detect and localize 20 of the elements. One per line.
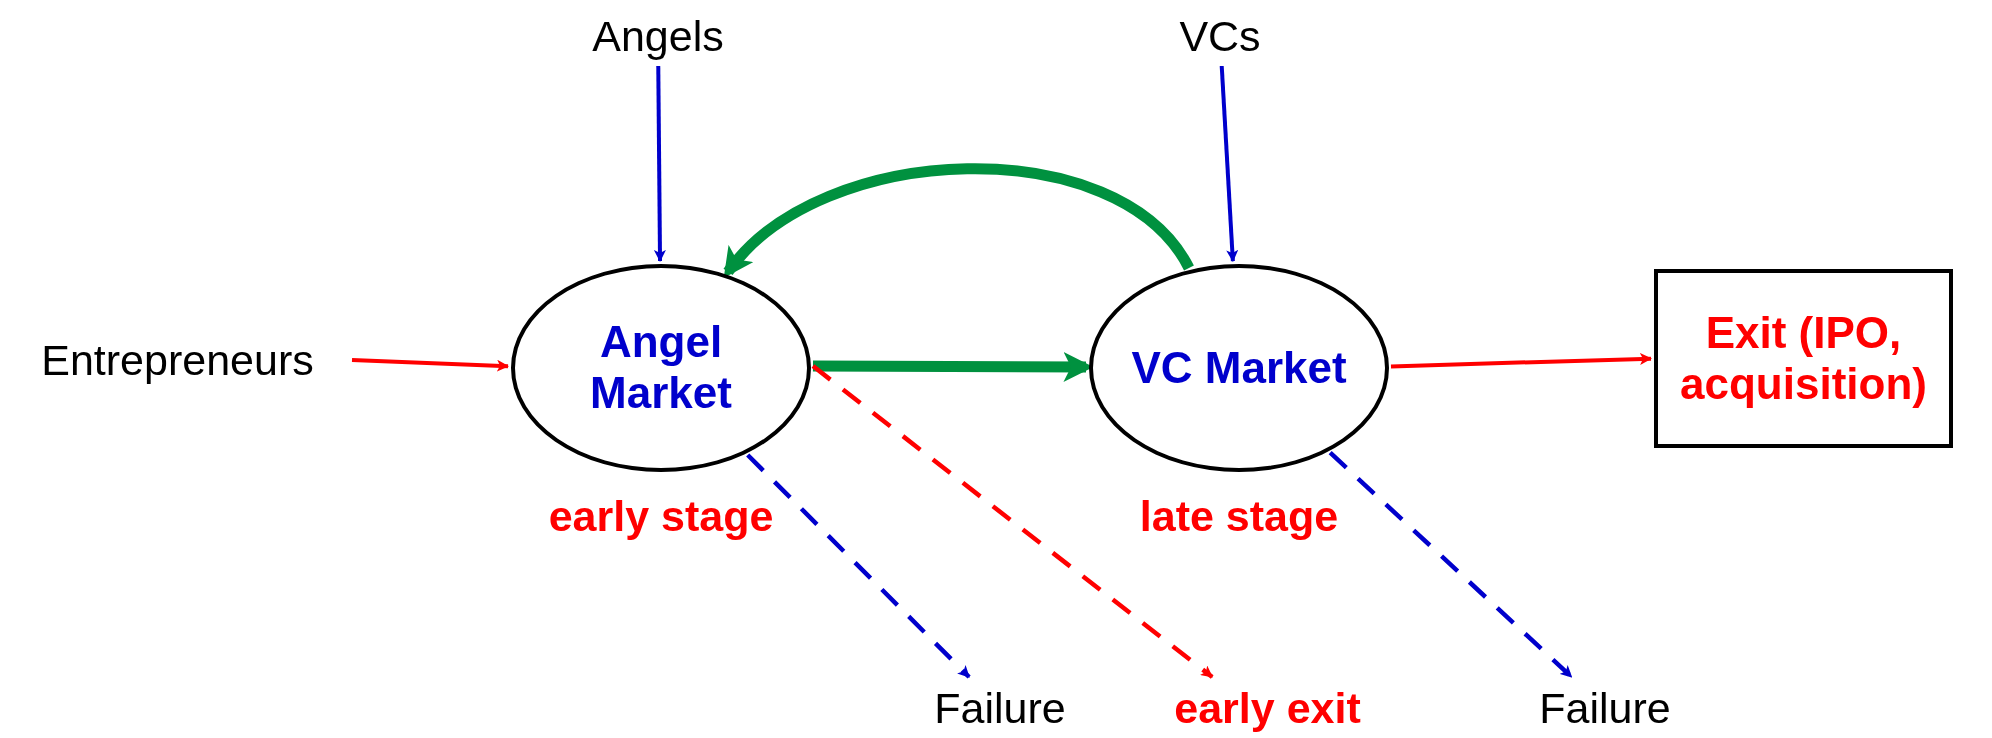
- node-text: Angel Market: [589, 317, 733, 419]
- node-text: VC Market: [1130, 342, 1348, 394]
- arrow: [1219, 65, 1239, 263]
- dashed-arrow: [746, 453, 971, 679]
- curved-arrow: [723, 163, 1194, 278]
- dashed-arrow: [811, 364, 1214, 679]
- dashed-arrow: [1328, 451, 1574, 679]
- node-label: Angels: [578, 8, 738, 64]
- stage-label: late stage: [1138, 492, 1340, 541]
- node-label: Failure: [920, 680, 1080, 736]
- node-label: early exit: [1150, 680, 1385, 736]
- node-label: Failure: [1525, 680, 1685, 736]
- arrow: [1390, 352, 1652, 369]
- node-text: Exit (IPO, acquisition): [1679, 307, 1928, 410]
- exit-box: [1654, 269, 1953, 448]
- node-label: Entrepreneurs: [5, 332, 350, 388]
- node-label: VCs: [1160, 8, 1280, 64]
- stage-label: early stage: [547, 492, 775, 541]
- arrow: [653, 65, 666, 262]
- arrow: [351, 358, 509, 372]
